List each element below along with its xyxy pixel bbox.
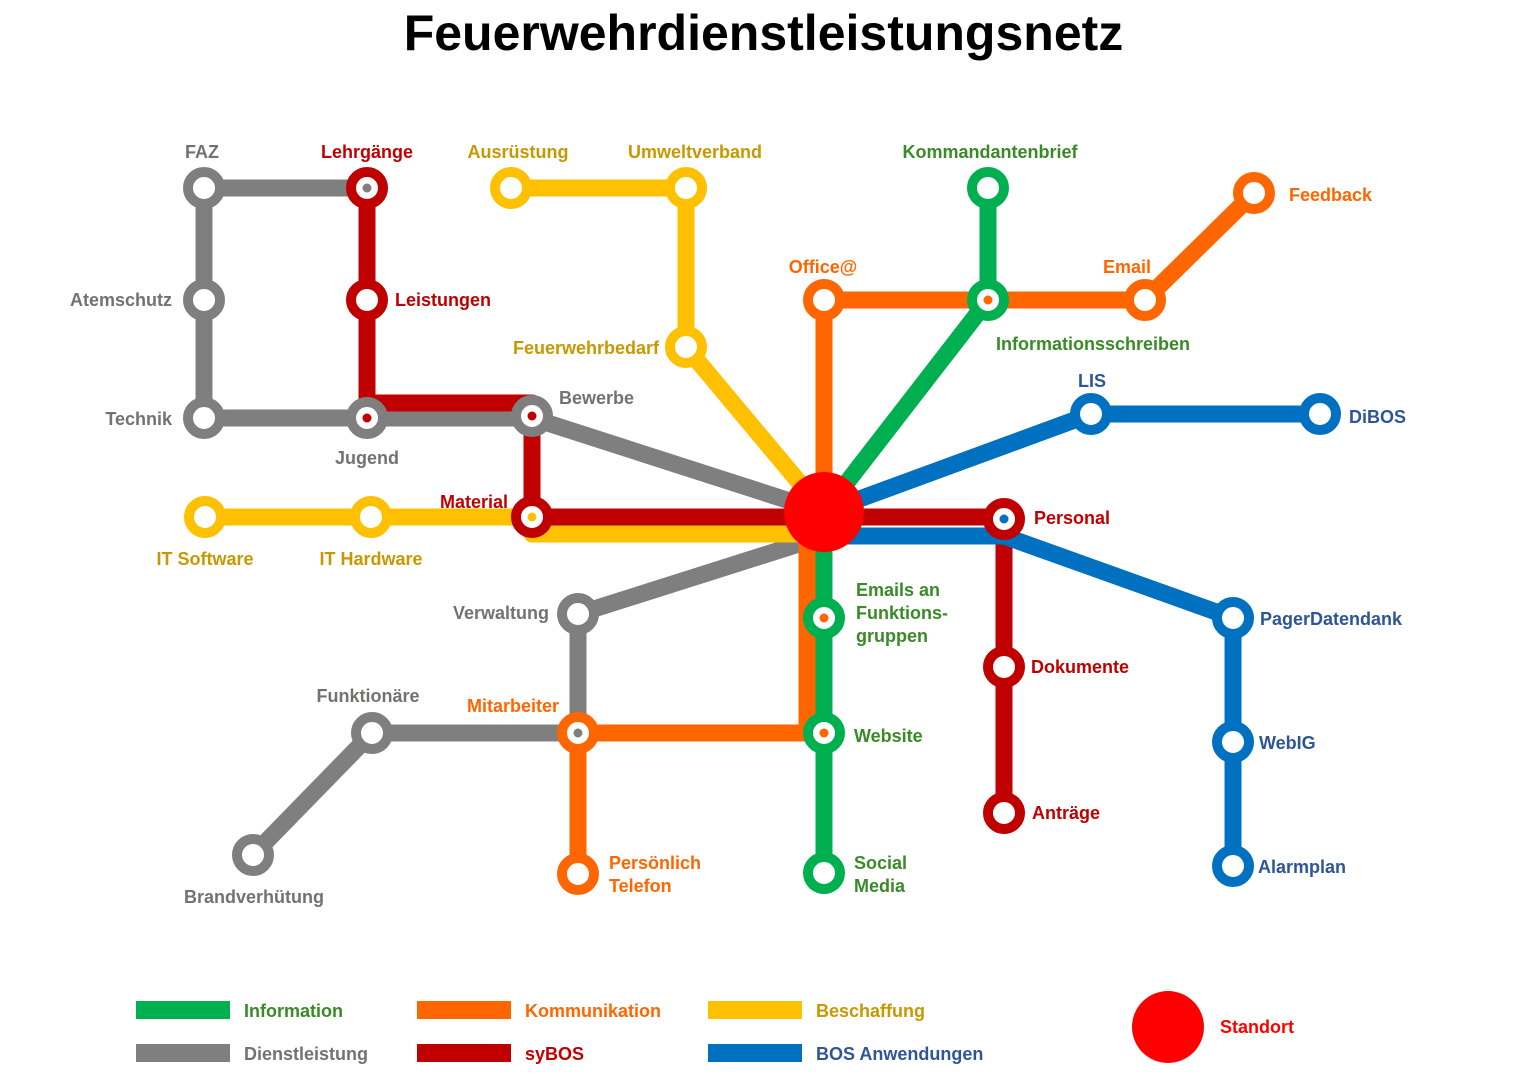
route-beschaffung-5	[502, 179, 833, 521]
legend-swatch-sybos	[417, 1044, 511, 1062]
station-label-website: Website	[854, 726, 923, 746]
map-title: Feuerwehrdienstleistungsnetz	[403, 5, 1124, 61]
legend-label-dienstleistung: Dienstleistung	[244, 1044, 368, 1064]
station-feedback[interactable]	[1233, 172, 1275, 214]
transfer-dot-mitarbeiter	[573, 728, 583, 738]
route-sybos-6	[358, 179, 1013, 822]
station-label-feuerwehrbedarf: Feuerwehrbedarf	[513, 338, 660, 358]
legend-swatch-dienstleistung	[136, 1044, 230, 1062]
station-social-media[interactable]	[803, 852, 845, 894]
station-label-mitarbeiter: Mitarbeiter	[467, 696, 559, 716]
station-label-line: Media	[854, 876, 906, 896]
station-label-funktionaere: Funktionäre	[316, 686, 419, 706]
station-kommandantenbrief[interactable]	[967, 167, 1009, 209]
station-umweltverband[interactable]	[665, 167, 707, 209]
station-it-hardware[interactable]	[350, 496, 392, 538]
station-label-line: Emails an	[856, 580, 940, 600]
station-label-webig: WebIG	[1259, 733, 1316, 753]
station-office[interactable]	[803, 279, 845, 321]
legend-swatch-standort	[1132, 991, 1204, 1063]
station-label-feedback: Feedback	[1289, 185, 1373, 205]
route-dienstleistung-3	[244, 724, 587, 864]
station-label-line: Social	[854, 853, 907, 873]
station-pagerdatendank[interactable]	[1212, 597, 1254, 639]
station-label-brandverhuetung: Brandverhütung	[184, 887, 324, 907]
station-label-leistungen: Leistungen	[395, 290, 491, 310]
station-label-atemschutz: Atemschutz	[70, 290, 172, 310]
route-dienstleistung-2	[569, 527, 833, 742]
station-label-dibos: DiBOS	[1349, 407, 1406, 427]
station-label-line: Funktions-	[856, 603, 948, 623]
station-label-personal: Personal	[1034, 508, 1110, 528]
station-funktionaere[interactable]	[351, 712, 393, 754]
legend-swatch-beschaffung	[708, 1001, 802, 1019]
station-atemschutz[interactable]	[183, 279, 225, 321]
station-verwaltung[interactable]	[557, 593, 599, 635]
transfer-dot-informationsschreiben	[983, 295, 993, 305]
station-label-verwaltung: Verwaltung	[453, 603, 549, 623]
legend-label-sybos: syBOS	[525, 1044, 584, 1064]
station-label-jugend: Jugend	[335, 448, 399, 468]
station-label-line: gruppen	[856, 626, 928, 646]
station-label-line: Persönlich	[609, 853, 701, 873]
station-label-faz: FAZ	[185, 142, 219, 162]
station-label-kommandantenbrief: Kommandantenbrief	[902, 142, 1078, 162]
transfer-dot-material	[527, 512, 537, 522]
station-label-lis: LIS	[1078, 371, 1106, 391]
legend-label-standort: Standort	[1220, 1017, 1294, 1037]
transfer-dot-jugend	[362, 413, 372, 423]
station-label-technik: Technik	[105, 409, 173, 429]
station-label-office: Office@	[789, 257, 858, 277]
station-label-it-software: IT Software	[156, 549, 253, 569]
legend-swatch-information	[136, 1001, 230, 1019]
station-label-ausruestung: Ausrüstung	[468, 142, 569, 162]
station-ausruestung[interactable]	[490, 167, 532, 209]
station-label-antraege: Anträge	[1032, 803, 1100, 823]
station-label-lehrgaenge: Lehrgänge	[321, 142, 413, 162]
station-dokumente[interactable]	[983, 646, 1025, 688]
station-leistungen[interactable]	[346, 279, 388, 321]
station-label-umweltverband: Umweltverband	[628, 142, 762, 162]
legend-swatch-bos-anwendungen	[708, 1044, 802, 1062]
station-label-bewerbe: Bewerbe	[559, 388, 634, 408]
station-label-line: Telefon	[609, 876, 672, 896]
station-brandverhuetung[interactable]	[232, 834, 274, 876]
station-persoenlich-telefon[interactable]	[557, 853, 599, 895]
station-lis[interactable]	[1070, 393, 1112, 435]
station-label-dokumente: Dokumente	[1031, 657, 1129, 677]
standort-hub[interactable]	[784, 472, 864, 552]
station-antraege[interactable]	[983, 792, 1025, 834]
legend-swatch-kommunikation	[417, 1001, 511, 1019]
legend-label-information: Information	[244, 1001, 343, 1021]
transfer-dot-bewerbe	[527, 411, 537, 421]
legend-label-beschaffung: Beschaffung	[816, 1001, 925, 1021]
station-it-software[interactable]	[184, 496, 226, 538]
station-label-emails-funktionsgruppen: Emails an Funktions-gruppen	[856, 580, 948, 646]
station-label-alarmplan: Alarmplan	[1258, 857, 1346, 877]
station-faz[interactable]	[183, 167, 225, 209]
station-label-material: Material	[440, 492, 508, 512]
transfer-dot-website	[819, 728, 829, 738]
station-label-informationsschreiben: Informationsschreiben	[996, 334, 1190, 354]
station-feuerwehrbedarf[interactable]	[665, 326, 707, 368]
station-webig[interactable]	[1212, 721, 1254, 763]
station-label-pagerdatendank: PagerDatendank	[1260, 609, 1403, 629]
station-alarmplan[interactable]	[1212, 845, 1254, 887]
transfer-dot-lehrgaenge	[362, 183, 372, 193]
station-technik[interactable]	[183, 397, 225, 439]
legend-label-bos-anwendungen: BOS Anwendungen	[816, 1044, 983, 1064]
station-label-email: Email	[1103, 257, 1151, 277]
route-kommunikation-8	[569, 503, 816, 883]
station-email[interactable]	[1124, 279, 1166, 321]
station-label-it-hardware: IT Hardware	[319, 549, 422, 569]
station-dibos[interactable]	[1299, 393, 1341, 435]
transfer-dot-emails-funktionsgruppen	[819, 613, 829, 623]
legend-label-kommunikation: Kommunikation	[525, 1001, 661, 1021]
transfer-dot-personal	[999, 514, 1009, 524]
